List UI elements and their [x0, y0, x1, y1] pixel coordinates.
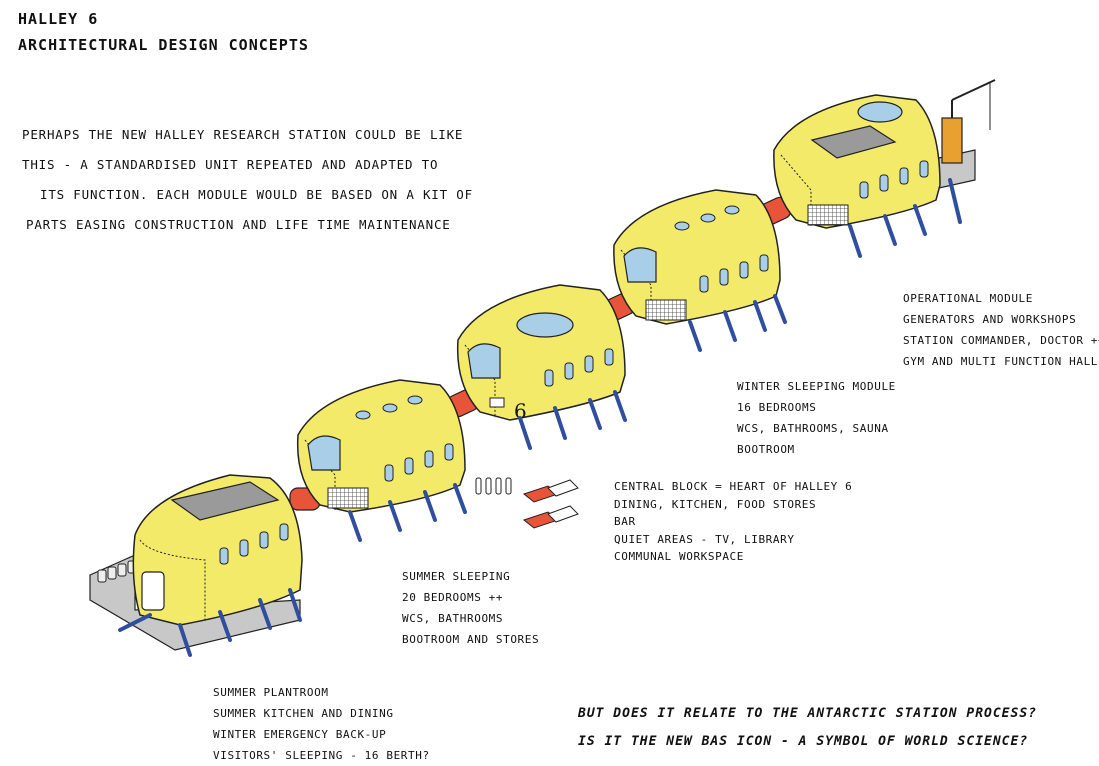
window: [259, 531, 269, 549]
crane-icon: [941, 79, 996, 164]
module-plantroom: [89, 474, 303, 657]
page-subtitle: ARCHITECTURAL DESIGN CONCEPTS: [18, 36, 309, 54]
flag-icon: [489, 397, 505, 408]
intro-line: ITS FUNCTION. EACH MODULE WOULD BE BASED…: [40, 187, 473, 202]
skidoos: [522, 479, 579, 529]
module-summer-sleeping: [296, 379, 467, 542]
window: [384, 464, 394, 482]
question-1: BUT DOES IT RELATE TO THE ANTARCTIC STAT…: [578, 706, 1037, 721]
grille: [645, 299, 687, 321]
window: [307, 435, 341, 471]
window: [584, 355, 594, 373]
intro-line: PERHAPS THE NEW HALLEY RESEARCH STATION …: [22, 127, 464, 142]
window: [604, 348, 614, 366]
window: [699, 275, 709, 293]
window: [879, 174, 889, 192]
window: [279, 523, 289, 541]
porthole: [724, 205, 740, 215]
window: [739, 261, 749, 279]
window: [759, 254, 769, 272]
window: [623, 247, 657, 283]
question-2: IS IT THE NEW BAS ICON - A SYMBOL OF WOR…: [578, 734, 1029, 749]
window: [564, 362, 574, 380]
module-number: 6: [514, 399, 527, 423]
door-icon: [141, 571, 165, 611]
window: [404, 457, 414, 475]
porthole: [674, 221, 690, 231]
intro-line: THIS - A STANDARDISED UNIT REPEATED AND …: [22, 157, 439, 172]
window: [899, 167, 909, 185]
legs: [688, 294, 787, 352]
porthole: [355, 410, 371, 420]
window: [424, 450, 434, 468]
module-operational: [773, 79, 996, 258]
window: [719, 268, 729, 286]
window: [859, 181, 869, 199]
window: [444, 443, 454, 461]
window: [239, 539, 249, 557]
intro-text: PERHAPS THE NEW HALLEY RESEARCH STATION …: [22, 120, 473, 240]
legs: [518, 390, 627, 450]
legs: [118, 588, 302, 657]
grille: [327, 487, 369, 509]
grey-panel: [170, 481, 280, 521]
legs: [348, 483, 467, 542]
window: [219, 547, 229, 565]
module-winter-sleeping: [613, 189, 787, 352]
module-central: 6: [456, 284, 627, 450]
window: [919, 160, 929, 178]
skylight: [516, 312, 574, 338]
grey-panel: [810, 125, 897, 159]
window: [467, 343, 501, 379]
window: [544, 369, 554, 387]
grille: [807, 204, 849, 226]
intro-line: PARTS EASING CONSTRUCTION AND LIFE TIME …: [26, 217, 451, 232]
porthole: [382, 403, 398, 413]
skylight: [857, 101, 903, 123]
people-figures: [475, 477, 512, 495]
porthole: [700, 213, 716, 223]
porthole: [407, 395, 423, 405]
legs: [848, 178, 962, 258]
page-title: HALLEY 6: [18, 10, 99, 28]
